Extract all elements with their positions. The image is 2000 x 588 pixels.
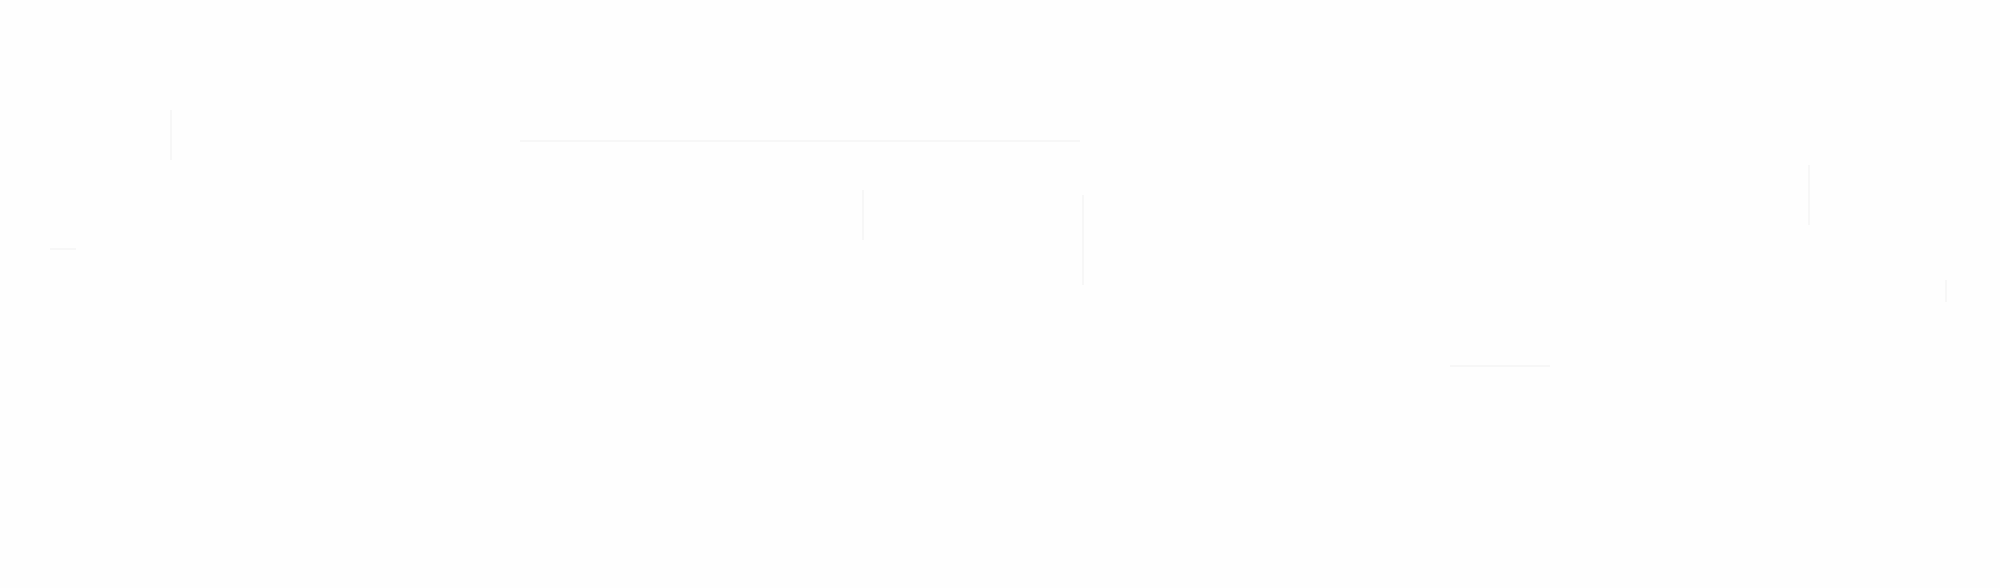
faint-artifact-left-divider <box>170 110 172 160</box>
faint-artifact-right-divider <box>1808 165 1810 225</box>
faint-artifact-lower-mark <box>1450 365 1550 367</box>
faint-artifact-upper-divider <box>520 140 1080 142</box>
faint-artifact-center-divider <box>1082 195 1084 285</box>
faint-artifact-far-right-mark <box>1945 280 1947 302</box>
faint-artifact-left-mark <box>50 248 76 250</box>
faint-artifact-center-left-divider <box>862 190 864 240</box>
